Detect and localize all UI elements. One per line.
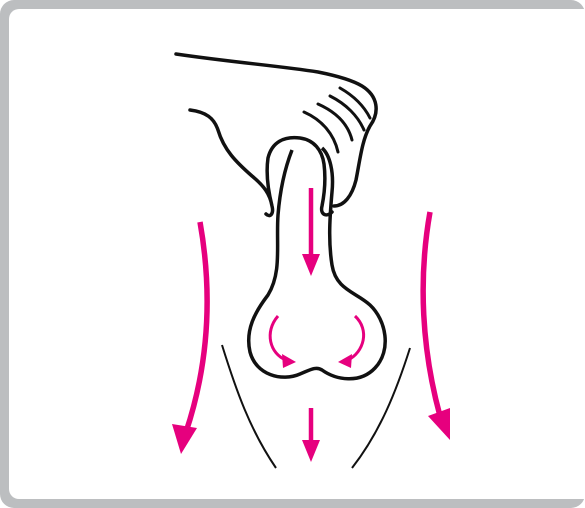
left-curved-arrow-head bbox=[172, 424, 197, 454]
right-curved-arrow bbox=[423, 212, 440, 416]
right-curved-arrow-head bbox=[428, 408, 450, 440]
center-bottom-arrow-head bbox=[302, 440, 320, 462]
left-curved-arrow bbox=[186, 222, 207, 432]
hand-outline bbox=[176, 54, 376, 216]
